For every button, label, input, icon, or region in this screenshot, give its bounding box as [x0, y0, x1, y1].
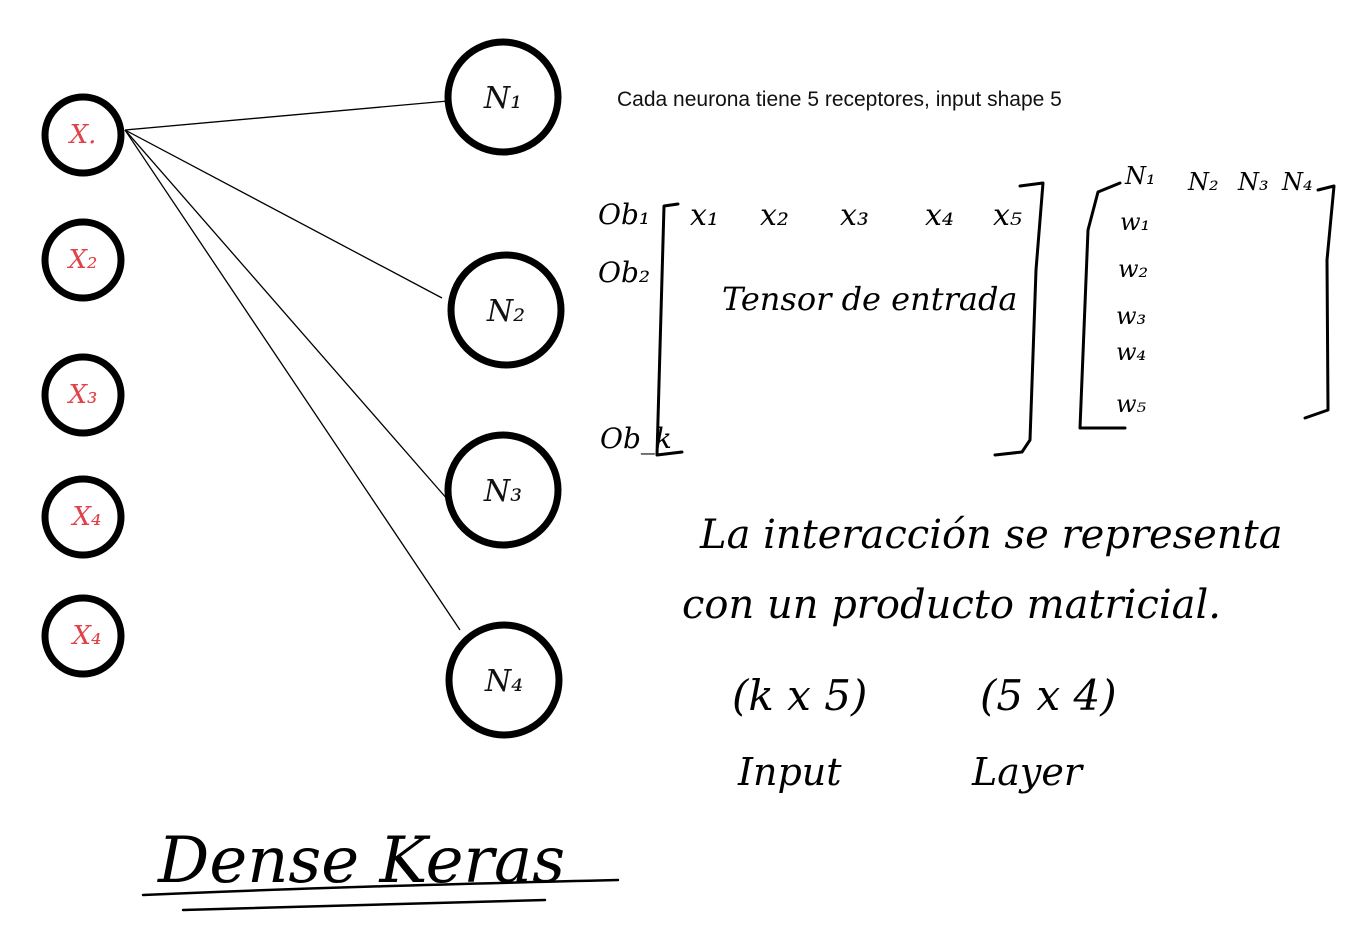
edge-x1-n3 — [124, 129, 449, 501]
weights-header-2: N₂ — [1187, 168, 1219, 196]
input-label-5: X₄ — [71, 621, 102, 651]
weights-header-3: N₃ — [1237, 168, 1269, 196]
input-node-1 — [41, 93, 125, 177]
neuron-nodes: N₁ N₂ N₃ N₄ — [444, 38, 565, 739]
input-node-2 — [41, 218, 125, 302]
neuron-label-2: N₂ — [486, 294, 525, 329]
neuron-node-1 — [444, 38, 562, 156]
weights-row-1: w₁ — [1120, 208, 1150, 236]
neuron-node-4 — [445, 621, 563, 739]
matrix-body-label: Tensor de entrada — [722, 280, 1018, 318]
edge-x1-n2 — [124, 129, 443, 299]
matrix-col-5: x₅ — [993, 198, 1022, 233]
weights-left-bracket — [1078, 181, 1127, 430]
neuron-label-1: N₁ — [483, 81, 522, 116]
input-label-3: X₃ — [67, 380, 98, 410]
neuron-label-4: N₄ — [484, 664, 523, 699]
title-underline-1 — [141, 878, 620, 897]
weights-row-2: w₂ — [1118, 255, 1148, 283]
neuron-node-2 — [447, 251, 565, 369]
matrix-row-label-k: Ob_k — [600, 422, 672, 455]
weights-row-4: w₄ — [1116, 338, 1146, 366]
weights-header-4: N₄ — [1281, 168, 1313, 196]
input-label-2: X₂ — [67, 245, 98, 275]
matrix-col-3: x₃ — [840, 198, 869, 233]
page-title: Dense Keras — [157, 824, 565, 898]
shape-layer: (5 x 4) — [980, 671, 1117, 720]
input-nodes: X. X₂ X₃ X₄ X₄ — [41, 93, 125, 678]
matrix-row-label-2: Ob₂ — [598, 256, 650, 289]
weights-row-3: w₃ — [1116, 302, 1146, 330]
label-input: Input — [737, 750, 842, 794]
matrix-col-4: x₄ — [925, 198, 954, 233]
shape-input: (k x 5) — [732, 671, 867, 720]
neuron-node-3 — [444, 431, 562, 549]
shapes: (k x 5) (5 x 4) Input Layer — [732, 671, 1117, 794]
weights-header-1: N₁ — [1124, 162, 1156, 190]
input-node-5 — [41, 594, 125, 678]
matrix-row-label-1: Ob₁ — [598, 198, 650, 231]
input-matrix: Ob₁ Ob₂ Ob_k x₁ x₂ x₃ x₄ x₅ Tensor de en… — [598, 181, 1045, 457]
statement-line-2: con un producto matricial. — [682, 582, 1221, 628]
matrix-right-bracket — [993, 181, 1045, 457]
statement: La interacción se representa con un prod… — [682, 512, 1283, 628]
weights-right-bracket — [1303, 184, 1336, 420]
shape-note: Cada neurona tiene 5 receptores, input s… — [617, 88, 1062, 111]
statement-line-1: La interacción se representa — [699, 512, 1283, 558]
weights-matrix: N₁ N₂ N₃ N₄ w₁ w₂ w₃ w₄ w₅ — [1078, 162, 1336, 430]
connections — [124, 100, 461, 631]
matrix-col-1: x₁ — [690, 198, 719, 233]
matrix-left-bracket — [655, 202, 684, 457]
input-label-1: X. — [68, 120, 97, 150]
matrix-col-2: x₂ — [760, 198, 789, 233]
input-node-4 — [41, 475, 125, 559]
neuron-label-3: N₃ — [483, 474, 522, 509]
label-layer: Layer — [971, 750, 1085, 794]
weights-row-5: w₅ — [1116, 390, 1147, 418]
edge-x1-n4 — [124, 129, 461, 631]
title-underline-2 — [181, 898, 547, 912]
input-node-3 — [41, 353, 125, 437]
input-label-4: X₄ — [71, 502, 102, 532]
title-block: Dense Keras — [141, 824, 620, 912]
edge-x1-n1 — [124, 100, 449, 131]
